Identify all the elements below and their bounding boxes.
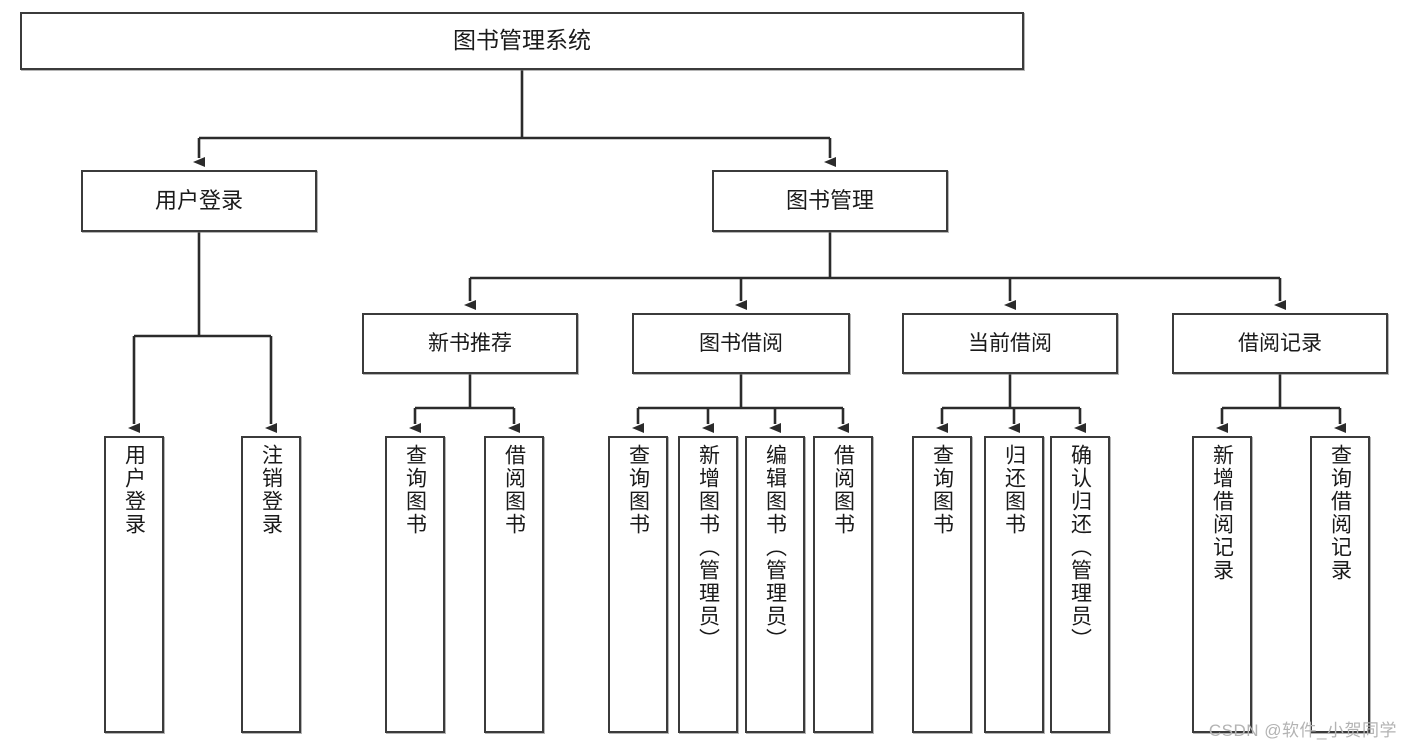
node-leaf-user-login-label: 用户登录: [122, 444, 146, 536]
node-book-borrow[interactable]: 图书借阅: [632, 313, 850, 374]
node-leaf-user-logout-label: 注销登录: [259, 444, 283, 536]
node-leaf-query-book-1[interactable]: 查询图书: [385, 436, 445, 733]
node-leaf-add-book-label: 新增图书（管理员）: [696, 444, 720, 651]
node-leaf-add-record[interactable]: 新增借阅记录: [1192, 436, 1252, 733]
node-new-book-recommend[interactable]: 新书推荐: [362, 313, 578, 374]
node-leaf-add-record-label: 新增借阅记录: [1210, 444, 1234, 582]
node-leaf-borrow-book-1[interactable]: 借阅图书: [484, 436, 544, 733]
node-leaf-return-book[interactable]: 归还图书: [984, 436, 1044, 733]
node-leaf-borrow-book-2-label: 借阅图书: [831, 444, 855, 536]
node-leaf-borrow-book-1-label: 借阅图书: [502, 444, 526, 536]
node-leaf-borrow-book-2[interactable]: 借阅图书: [813, 436, 873, 733]
node-leaf-edit-book-label: 编辑图书（管理员）: [763, 444, 787, 651]
node-book-manage-label: 图书管理: [785, 187, 874, 213]
node-leaf-confirm-return[interactable]: 确认归还（管理员）: [1050, 436, 1110, 733]
node-leaf-add-book[interactable]: 新增图书（管理员）: [678, 436, 738, 733]
node-book-manage[interactable]: 图书管理: [712, 170, 948, 232]
node-book-borrow-label: 图书借阅: [699, 331, 783, 355]
node-user-login-label: 用户登录: [154, 187, 243, 213]
node-leaf-query-book-3[interactable]: 查询图书: [912, 436, 972, 733]
node-root-label: 图书管理系统: [453, 27, 591, 54]
node-root[interactable]: 图书管理系统: [20, 12, 1024, 70]
node-leaf-query-record[interactable]: 查询借阅记录: [1310, 436, 1370, 733]
node-leaf-user-login[interactable]: 用户登录: [104, 436, 164, 733]
node-user-login[interactable]: 用户登录: [81, 170, 317, 232]
node-new-book-recommend-label: 新书推荐: [428, 331, 512, 355]
node-leaf-query-book-2-label: 查询图书: [626, 444, 650, 536]
node-leaf-edit-book[interactable]: 编辑图书（管理员）: [745, 436, 805, 733]
node-current-borrow-label: 当前借阅: [968, 331, 1052, 355]
node-leaf-user-logout[interactable]: 注销登录: [241, 436, 301, 733]
node-borrow-record[interactable]: 借阅记录: [1172, 313, 1388, 374]
node-leaf-query-book-2[interactable]: 查询图书: [608, 436, 668, 733]
node-leaf-return-book-label: 归还图书: [1002, 444, 1026, 536]
node-leaf-query-record-label: 查询借阅记录: [1328, 444, 1352, 582]
node-leaf-query-book-3-label: 查询图书: [930, 444, 954, 536]
node-leaf-confirm-return-label: 确认归还（管理员）: [1068, 444, 1092, 651]
watermark: CSDN @软件_小贺同学: [1208, 721, 1397, 740]
node-current-borrow[interactable]: 当前借阅: [902, 313, 1118, 374]
node-borrow-record-label: 借阅记录: [1238, 331, 1322, 355]
node-leaf-query-book-1-label: 查询图书: [403, 444, 427, 536]
